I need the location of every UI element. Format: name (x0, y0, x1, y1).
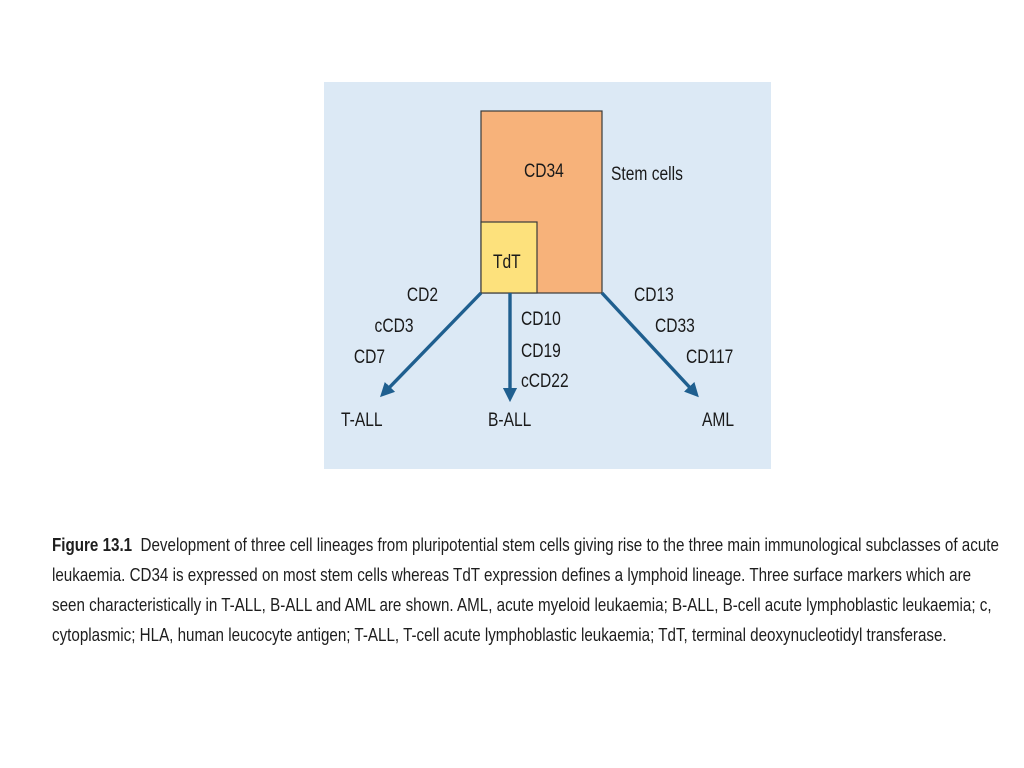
lineage-diagram (380, 110, 699, 403)
aml-marker-1: CD13 (634, 285, 674, 306)
figure-caption: Figure 13.1 Development of three cell li… (52, 530, 1003, 650)
aml-outcome: AML (702, 410, 735, 431)
caption-line-1: Figure 13.1 Development of three cell li… (52, 530, 1003, 560)
tdt-box (480, 221, 538, 294)
stem-cells-label: Stem cells (611, 164, 683, 185)
cd34-label: CD34 (524, 161, 564, 182)
t-all-outcome: T-ALL (341, 410, 383, 431)
b-all-marker-3: cCD22 (521, 371, 569, 392)
b-all-marker-1: CD10 (521, 309, 561, 330)
arrow-aml (600, 291, 699, 398)
t-all-marker-1: CD2 (406, 285, 438, 306)
b-all-outcome: B-ALL (488, 410, 532, 431)
diagram-panel: CD34 Stem cells TdT CD2 cCD3 CD7 CD10 CD… (324, 82, 771, 469)
caption-line-2: leukaemia. CD34 is expressed on most ste… (52, 564, 972, 585)
figure-label: Figure 13.1 (52, 534, 133, 555)
t-all-marker-2: cCD3 (375, 316, 414, 337)
aml-marker-2: CD33 (655, 316, 695, 337)
arrow-t-all (380, 291, 483, 398)
b-all-marker-2: CD19 (521, 341, 561, 362)
t-all-marker-3: CD7 (353, 347, 385, 368)
caption-line-4: cytoplasmic; HLA, human leucocyte antige… (52, 624, 947, 645)
caption-line-3: seen characteristically in T-ALL, B-ALL … (52, 594, 992, 615)
aml-marker-3: CD117 (686, 347, 734, 368)
tdt-label: TdT (493, 252, 521, 273)
caption-text-1: Development of three cell lineages from … (140, 534, 999, 555)
